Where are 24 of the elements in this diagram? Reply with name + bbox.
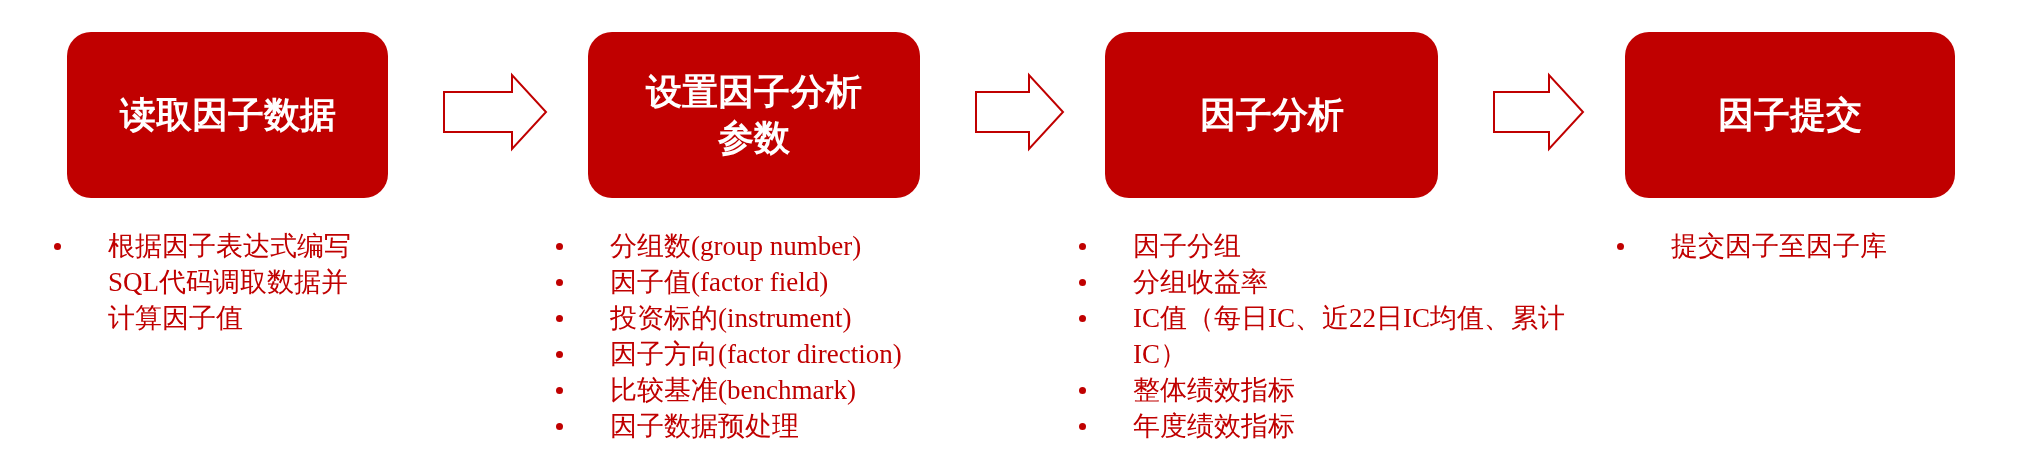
bullet-text: 投资标的(instrument)	[610, 303, 852, 333]
bullet-text: 比较基准(benchmark)	[610, 375, 856, 405]
bullet-text: 根据因子表达式编写SQL代码调取数据并计算因子值	[108, 231, 351, 333]
bullet-text: 年度绩效指标	[1133, 411, 1295, 441]
bullet-text: IC值（每日IC、近22日IC均值、累计IC）	[1133, 303, 1565, 369]
step-title: 因子提交	[1718, 93, 1862, 137]
step-box	[1105, 32, 1438, 198]
step-title: 设置因子分析参数	[644, 70, 863, 160]
block-arrow	[975, 72, 1065, 152]
step-box	[1625, 32, 1955, 198]
bullet-text: 因子分组	[1133, 231, 1241, 261]
bullet-text: 因子方向(factor direction)	[610, 339, 902, 369]
bullet-text: 整体绩效指标	[1133, 375, 1295, 405]
step-box	[588, 32, 920, 198]
block-arrow	[1493, 72, 1585, 152]
bullet-text: 因子值(factor field)	[610, 267, 829, 297]
step-box	[67, 32, 388, 198]
bullet-text: 分组收益率	[1133, 267, 1268, 297]
bullet-text: 提交因子至因子库	[1671, 231, 1887, 261]
bullet-text: 因子数据预处理	[610, 411, 799, 441]
step-title: 读取因子数据	[119, 93, 336, 137]
block-arrow	[443, 72, 548, 152]
bullet-text: 分组数(group number)	[610, 231, 862, 261]
step-title: 因子分析	[1199, 93, 1344, 137]
